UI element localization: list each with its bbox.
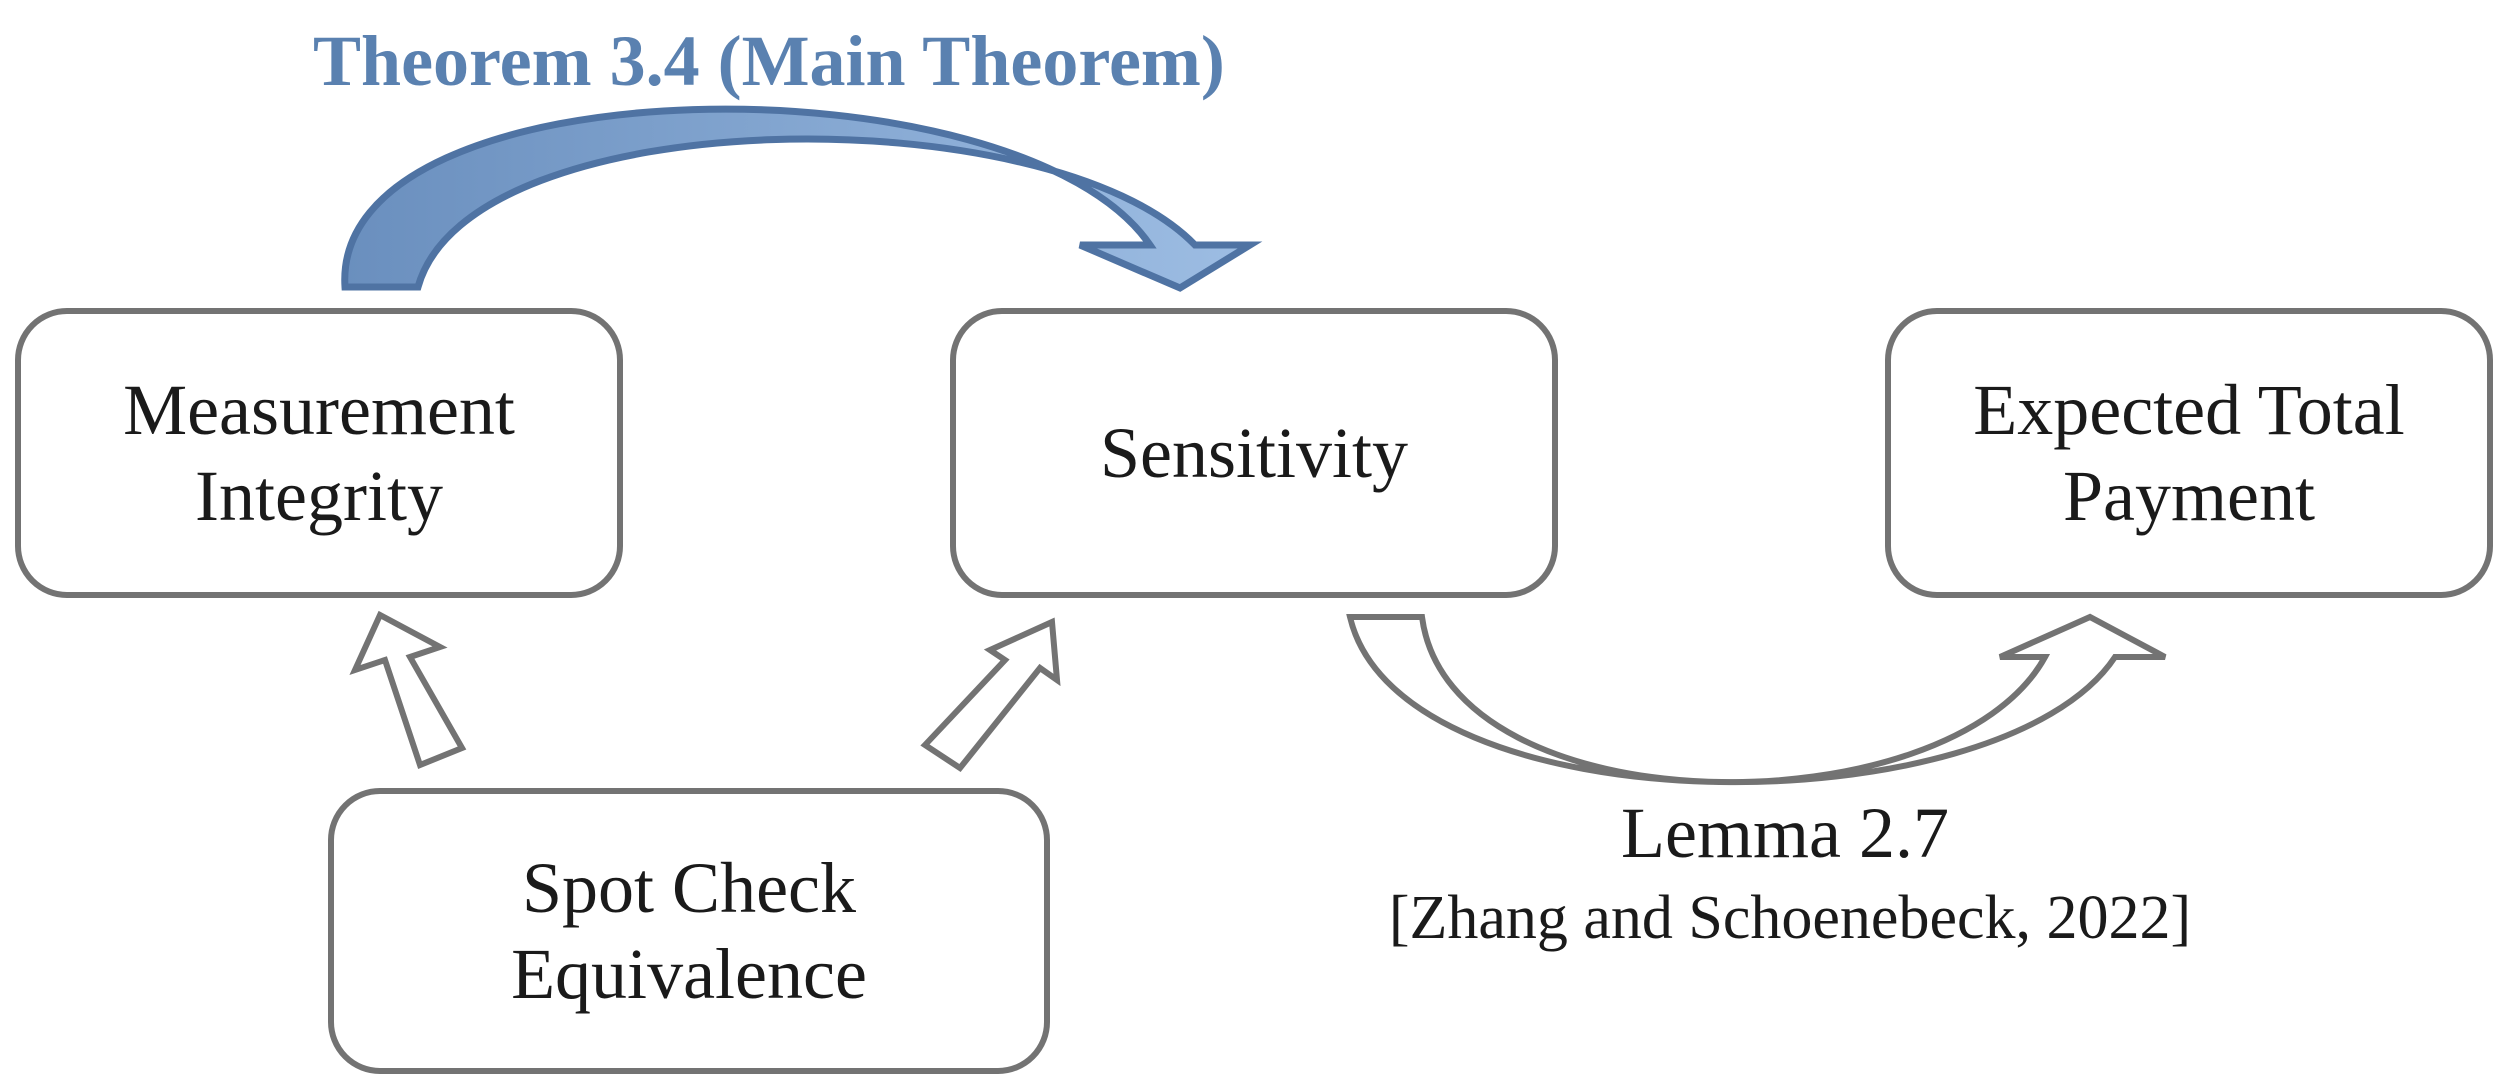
node-spot-check-equivalence: Spot Check Equivalence xyxy=(328,788,1050,1074)
node-expected-total-payment: Expected Total Payment xyxy=(1885,308,2493,598)
node-measurement-integrity-label: Measurement Integrity xyxy=(123,370,515,536)
spot-to-measurement-arrow xyxy=(349,610,467,769)
node-measurement-integrity: Measurement Integrity xyxy=(15,308,623,598)
node-spot-check-equivalence-label: Spot Check Equivalence xyxy=(511,848,867,1014)
main-theorem-label: Theorem 3.4 (Main Theorem) xyxy=(313,21,1225,101)
lemma-citation: [Zhang and Schoenebeck, 2022] xyxy=(1388,884,2192,952)
lemma-label: Lemma 2.7 xyxy=(1621,793,1949,873)
lemma-arrow xyxy=(1346,613,2167,786)
node-sensitivity: Sensitivity xyxy=(950,308,1558,598)
node-sensitivity-label: Sensitivity xyxy=(1099,413,1409,493)
main-theorem-arrow xyxy=(341,105,1263,292)
node-expected-total-payment-label: Expected Total Payment xyxy=(1973,370,2405,536)
spot-to-sensitivity-arrow xyxy=(920,617,1061,773)
